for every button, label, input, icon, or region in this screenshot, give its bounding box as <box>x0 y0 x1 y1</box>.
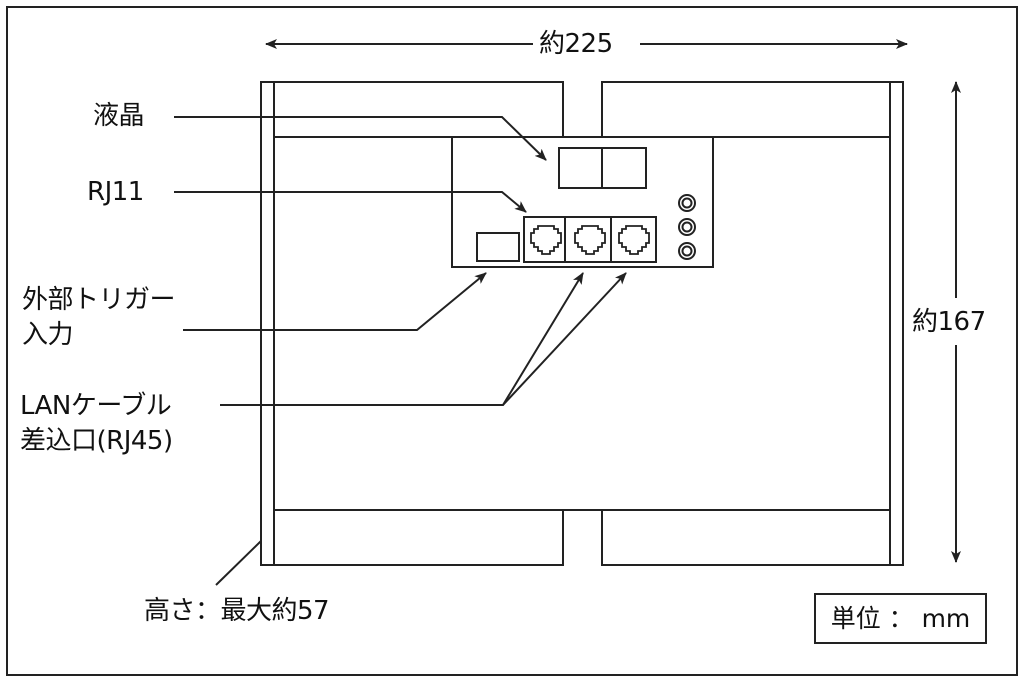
lan-label-line1: LANケーブル <box>20 391 172 421</box>
lan-leader-2 <box>502 272 627 406</box>
trigger-connector <box>476 232 520 262</box>
lcd-panel-2 <box>601 147 647 189</box>
outer-frame <box>6 6 1018 676</box>
rj11-label: RJ11 <box>87 177 144 207</box>
width-dimension-label: 約225 <box>533 27 619 61</box>
rj45-jack-icon <box>618 225 650 255</box>
lan-label-line2: 差込口(RJ45) <box>20 426 173 456</box>
rj45-jack-icon <box>574 225 606 255</box>
height-leader <box>215 540 262 586</box>
trigger-label-line2: 入力 <box>22 320 74 350</box>
lcd-label: 液晶 <box>93 101 145 131</box>
led-1 <box>678 194 696 212</box>
device-body <box>260 81 904 566</box>
depth-dimension-label: 約167 <box>912 307 986 337</box>
rj45-jack-icon <box>530 225 562 255</box>
rj11-leader <box>174 191 527 213</box>
led-2 <box>678 218 696 236</box>
indicator-leds <box>678 194 696 260</box>
rj45-block <box>523 216 657 263</box>
height-dimension-label: 高さ：最大約57 <box>144 596 330 626</box>
unit-box: 単位 ： mm <box>814 593 987 644</box>
lcd-panel-1 <box>558 147 603 189</box>
led-3 <box>678 242 696 260</box>
lcd-leader <box>174 116 547 161</box>
control-panel <box>451 137 714 268</box>
trigger-label-line1: 外部トリガー <box>22 285 176 315</box>
trigger-leader <box>183 272 487 331</box>
